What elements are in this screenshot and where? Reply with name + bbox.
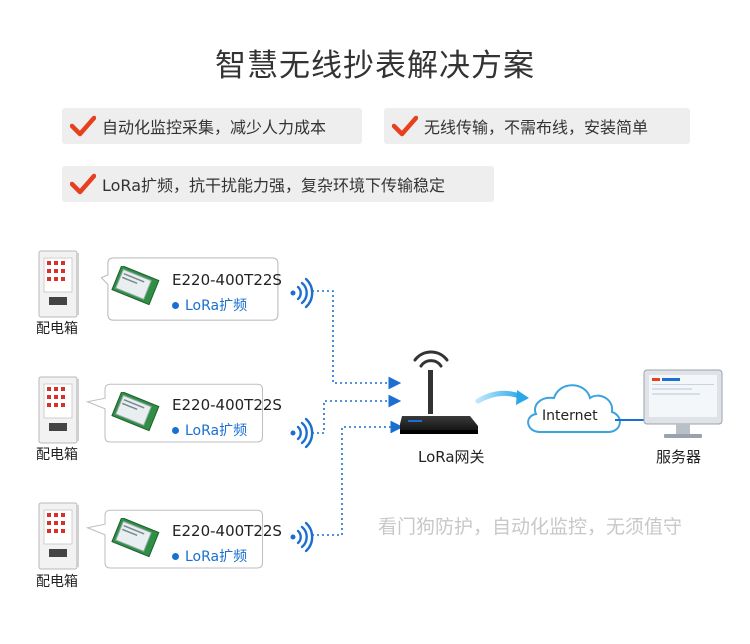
gateway-label: LoRa网关 <box>418 448 485 466</box>
bullet-dot <box>172 301 179 309</box>
page-title: 智慧无线抄表解决方案 <box>215 48 535 84</box>
link-line-2 <box>312 394 402 434</box>
wifi-signal-icon <box>290 521 314 553</box>
bullet-dot <box>172 426 179 434</box>
band-text: LoRa扩频 <box>185 549 248 565</box>
bullet-dot <box>172 552 179 560</box>
module-band: LoRa扩频 <box>172 295 247 315</box>
band-text: LoRa扩频 <box>185 423 248 439</box>
module-model: E220-400T22S <box>172 522 282 540</box>
module-band: LoRa扩频 <box>172 546 247 566</box>
link-line-1 <box>312 290 402 390</box>
cloud-icon <box>527 384 621 433</box>
distribution-box-icon <box>38 376 79 444</box>
feature-item: 自动化监控采集，减少人力成本 <box>62 108 362 144</box>
wifi-signal-icon <box>290 417 314 449</box>
feature-text: LoRa扩频，抗干扰能力强，复杂环境下传输稳定 <box>102 176 445 195</box>
check-icon <box>70 173 96 195</box>
module-model: E220-400T22S <box>172 271 282 289</box>
uplink-arrow <box>475 390 525 404</box>
lora-module-icon <box>111 518 160 558</box>
feature-text: 无线传输，不需布线，安装简单 <box>424 118 649 137</box>
distribution-box-icon <box>38 502 79 570</box>
speech-bubble <box>100 257 279 321</box>
module-band: LoRa扩频 <box>172 420 247 440</box>
cabinet-label: 配电箱 <box>36 574 78 590</box>
cloud-label: Internet <box>542 408 598 424</box>
feature-item: 无线传输，不需布线，安装简单 <box>384 108 690 144</box>
server-monitor-icon <box>643 369 723 438</box>
lora-gateway-icon <box>400 350 478 434</box>
distribution-box-icon <box>38 250 79 318</box>
lora-module-icon <box>111 392 160 432</box>
lora-module-icon <box>111 266 160 306</box>
band-text: LoRa扩频 <box>185 298 248 314</box>
server-label: 服务器 <box>656 448 702 466</box>
link-line-3 <box>312 420 404 536</box>
module-model: E220-400T22S <box>172 396 282 414</box>
check-icon <box>70 115 96 137</box>
check-icon <box>392 115 418 137</box>
cabinet-label: 配电箱 <box>36 447 78 463</box>
wifi-signal-icon <box>290 277 314 309</box>
feature-text: 自动化监控采集，减少人力成本 <box>102 118 327 137</box>
slogan-text: 看门狗防护，自动化监控，无须值守 <box>378 516 683 538</box>
feature-item: LoRa扩频，抗干扰能力强，复杂环境下传输稳定 <box>62 166 494 202</box>
cabinet-label: 配电箱 <box>36 321 78 337</box>
